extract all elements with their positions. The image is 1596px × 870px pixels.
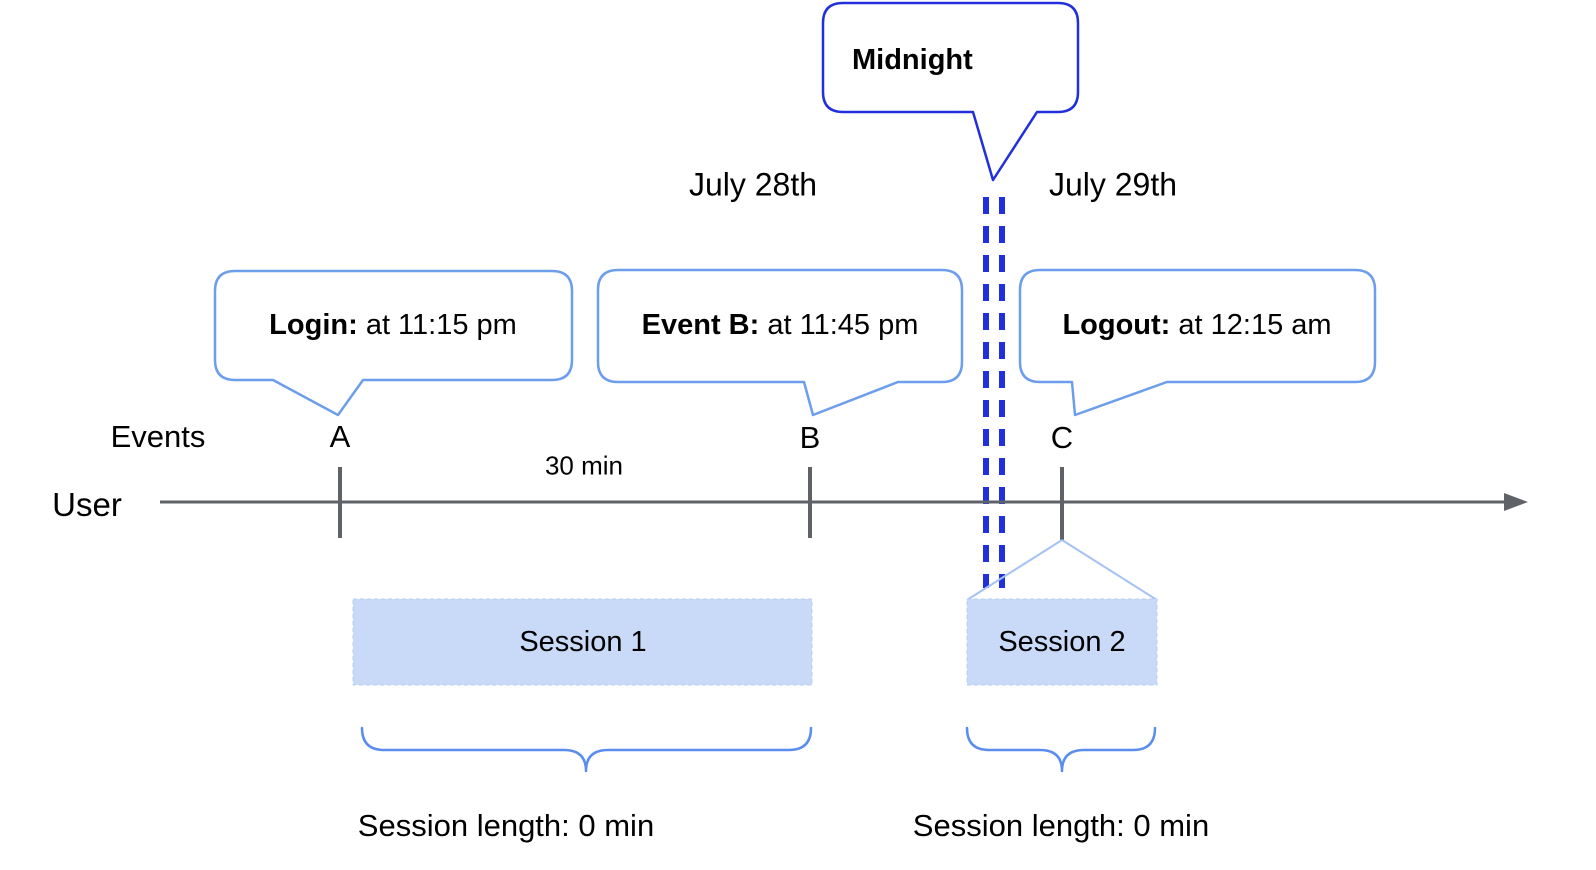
session-2-length-label: Session length: 0 min [912, 807, 1210, 843]
funnel-line-left [966, 539, 1063, 601]
session-2-box [966, 598, 1158, 686]
event-b-label: B [799, 419, 821, 455]
event-b-callout-label: Event B: at 11:45 pm [641, 309, 919, 342]
login-callout-label-rest: at 11:15 pm [357, 309, 517, 342]
funnel-line-right [1061, 539, 1158, 601]
date-left-label: July 28th [688, 166, 818, 203]
login-callout-bubble [213, 269, 574, 417]
logout-callout-label-bold: Logout: [1062, 309, 1171, 342]
midnight-callout-bubble [821, 1, 1080, 182]
midnight-callout-label: Midnight [852, 44, 973, 76]
timeline-arrowhead-icon [1504, 493, 1528, 511]
logout-callout-bubble [1018, 268, 1377, 417]
interval-label: 30 min [544, 450, 624, 481]
event-a-label: A [329, 418, 351, 454]
date-right-label: July 29th [1048, 166, 1178, 203]
session-1-label: Session 1 [519, 626, 647, 659]
event-b-callout-label-rest: at 11:45 pm [759, 309, 919, 342]
event-b-callout-label-bold: Event B: [641, 309, 760, 342]
login-callout-label: Login: at 11:15 pm [269, 309, 517, 342]
session-2-label: Session 2 [998, 626, 1126, 659]
logout-callout-label-rest: at 12:15 am [1170, 309, 1332, 342]
event-b-callout-bubble [596, 268, 964, 417]
events-axis-label: Events [110, 418, 206, 454]
login-callout-label-bold: Login: [269, 309, 358, 342]
user-axis-label: User [52, 485, 122, 523]
session-1-brace [360, 726, 813, 773]
event-c-label: C [1050, 419, 1074, 455]
session-2-brace [965, 726, 1157, 773]
logout-callout-label: Logout: at 12:15 am [1062, 309, 1332, 342]
session-1-length-label: Session length: 0 min [357, 807, 655, 843]
session-1-box [352, 598, 813, 686]
